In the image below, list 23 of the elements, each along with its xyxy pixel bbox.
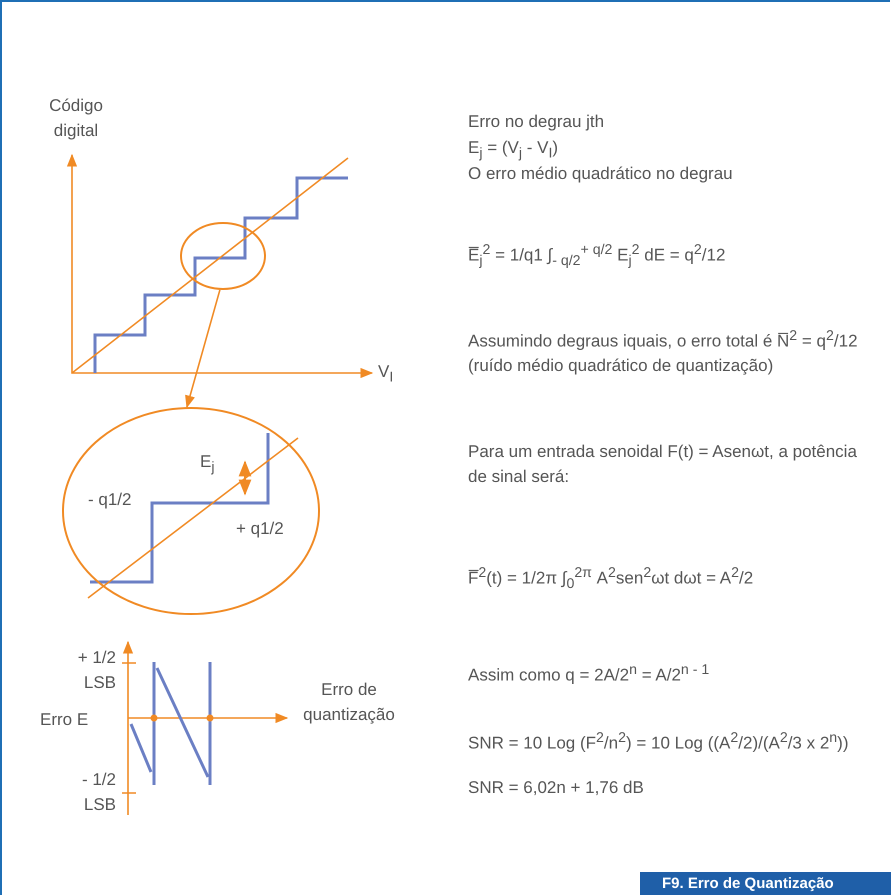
level-label: - q1/2 [88,489,132,511]
description-text: Erro no degrau jth [468,111,604,133]
equation: Assim como q = 2A/2$^{n}$ = A/2$^{n - 1}$ [468,661,710,687]
magnified-ellipse [62,407,320,615]
equation: SNR = 6,02n + 1,76 dB [468,777,644,799]
equation: E$_{j}$ = (V$_{j}$ - V$_{I}$) [468,137,558,164]
axis-label: Erro E [40,709,88,731]
equation: F̅$^{2}$(t) = 1/2π ∫$_{0}$$^{2π}$ A$^{2}$sen$^{2}$ωt dωt = A$^{2}$/2 [468,564,754,594]
zoom-ellipse [180,222,266,290]
arrow [185,290,221,408]
error-label: E$_{j}$ [200,451,214,478]
figure-caption: F9. Erro de Quantização [640,872,891,895]
description-text: Assumindo degraus iquais, o erro total é N̅$^{2}$ = q$^{2}$/12 (ruído médio quadrático de quantização) [468,327,859,378]
equation: E̅$_{j}$$^{2}$ = 1/q1 ∫$_{- q/2}$$^{+ q/2}$ E$_{j}$$^{2}$ dE = q$^{2}$/12 [468,241,726,272]
description-text: Para um entrada senoidal F(t) = Asenωt, a potência de sinal será: [468,441,858,488]
equation: SNR = 10 Log (F$^{2}$/n$^{2}$) = 10 Log ((A$^{2}$/2)/(A$^{2}$/3 x 2$^{n}$)) [468,729,848,755]
axis-label: Erro de quantização [302,679,396,726]
level-label: + q1/2 [236,518,284,540]
tick-label: + 1/2 LSB [76,647,116,694]
description-text: O erro médio quadrático no degrau [468,163,733,185]
axis-label: Código digital [48,95,104,142]
axis-label: V$_{I}$ [378,361,394,388]
tick-label: - 1/2 LSB [80,769,116,816]
